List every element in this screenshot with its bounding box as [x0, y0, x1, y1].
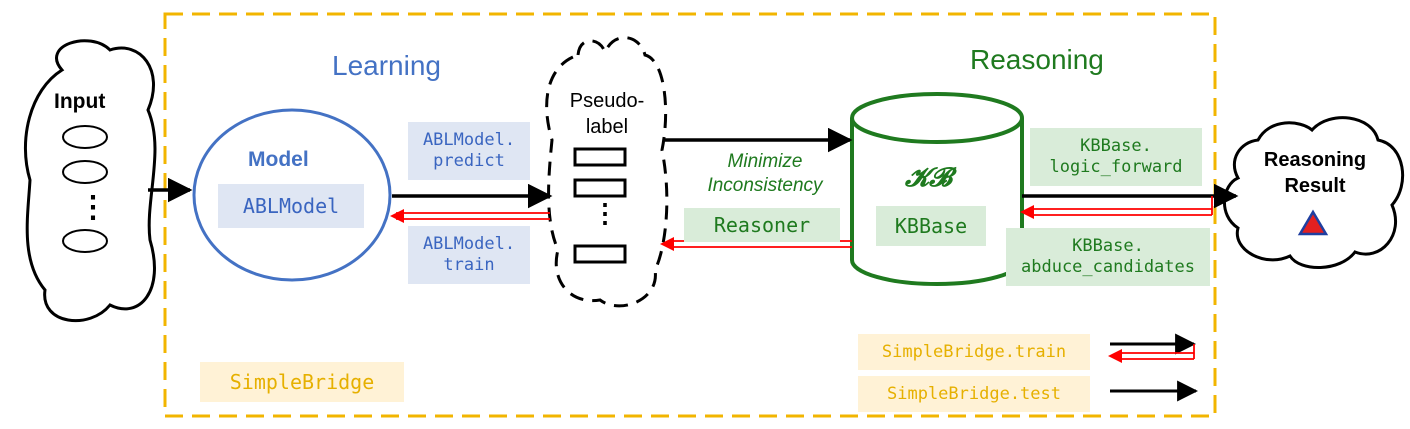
simplebridge-label: SimpleBridge — [200, 362, 404, 402]
abduce-candidates-line1: KBBase. — [1072, 235, 1144, 256]
arrow-train-head — [390, 209, 404, 223]
pseudo-item-2 — [573, 178, 627, 198]
simplebridge-frame — [163, 12, 1217, 418]
abduce-candidates-line2: abduce_candidates — [1021, 257, 1195, 277]
pseudo-label-cloud — [545, 36, 669, 308]
reasoning-result-label: Reasoning Result — [1240, 145, 1390, 201]
arrow-result-to-kb-head — [1020, 205, 1034, 219]
result-line2: Result — [1284, 175, 1346, 197]
arrow-kb-to-pseudo-head — [660, 237, 674, 251]
predict-label-line1: ABLModel. — [422, 129, 516, 150]
train-label-box: ABLModel. train — [408, 226, 530, 284]
pseudo-item-1 — [573, 147, 627, 167]
minimize-line1: Minimize — [727, 151, 803, 173]
pseudo-dots: ⋮ — [592, 198, 618, 228]
input-item-3 — [62, 229, 108, 253]
input-item-1 — [62, 125, 108, 149]
input-title: Input — [54, 90, 106, 113]
result-line1: Reasoning — [1263, 149, 1367, 171]
learning-title: Learning — [332, 50, 441, 81]
train-label-line1: ABLModel. — [422, 233, 516, 254]
predict-label-line2: predict — [433, 151, 505, 171]
legend-train-arrow-red-head — [1108, 349, 1122, 363]
kbbase-box: KBBase — [876, 206, 986, 246]
kb-symbol: 𝓚𝓑 — [905, 162, 953, 192]
reasoning-title: Reasoning — [970, 44, 1104, 75]
model-class-box: ABLModel — [218, 184, 364, 228]
abduce-candidates-box: KBBase. abduce_candidates — [1006, 228, 1210, 286]
logic-forward-box: KBBase. logic_forward — [1030, 128, 1202, 186]
minimize-inconsistency-label: Minimize Inconsistency — [690, 148, 840, 200]
result-triangle-icon — [1297, 209, 1329, 236]
legend-train-label: SimpleBridge.train — [858, 334, 1090, 370]
kb-cylinder-top — [850, 92, 1024, 144]
pseudo-label-line1: Pseudo- — [569, 90, 645, 112]
logic-forward-line2: logic_forward — [1049, 157, 1183, 177]
minimize-line2: Inconsistency — [707, 175, 823, 196]
reasoner-box: Reasoner — [684, 208, 840, 242]
train-label-line2: train — [443, 255, 495, 275]
predict-label-box: ABLModel. predict — [408, 122, 530, 180]
pseudo-item-3 — [573, 244, 627, 264]
pseudo-label-line2: label — [585, 116, 629, 138]
input-item-2 — [62, 160, 108, 184]
pseudo-label-text: Pseudo- label — [552, 86, 662, 142]
input-dots: ⋮ — [78, 191, 108, 224]
legend-test-label: SimpleBridge.test — [858, 376, 1090, 412]
model-title: Model — [248, 148, 309, 171]
logic-forward-line1: KBBase. — [1080, 135, 1152, 156]
